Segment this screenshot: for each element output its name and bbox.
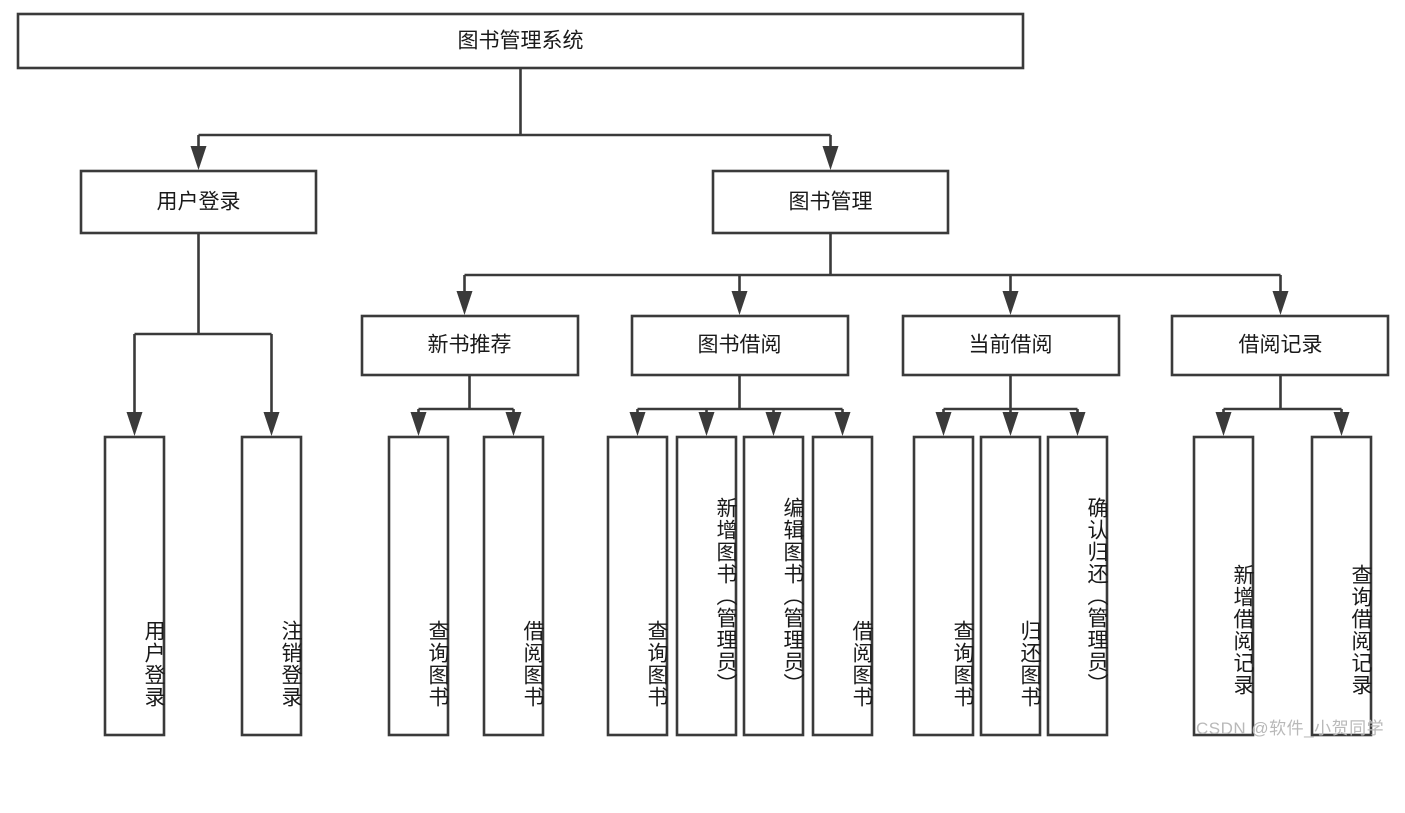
arrowhead-rc-leaf-2 <box>1333 412 1350 436</box>
arrowhead-nb-leaf-1 <box>410 412 427 436</box>
arrowhead-records <box>1272 291 1289 315</box>
arrowhead-borrow <box>731 291 748 315</box>
leaf-box-query-book-3[interactable] <box>912 435 975 737</box>
node-new-book-recommend-box[interactable] <box>360 314 580 377</box>
arrowhead-newbook <box>456 291 473 315</box>
leaf-box-edit-book[interactable] <box>742 435 805 737</box>
node-new-book-recommend-label: 新书推荐 <box>428 334 512 357</box>
arrowhead-bw-leaf-3 <box>765 412 782 436</box>
flowchart-canvas: 图书管理系统 用户登录 图书管理 新书推荐 图书借阅 当前 <box>16 12 1390 737</box>
node-root-box[interactable] <box>16 12 1025 70</box>
arrowhead-cb-leaf-1 <box>935 412 952 436</box>
arrowhead-nb-leaf-2 <box>505 412 522 436</box>
node-current-borrow-label: 当前借阅 <box>969 334 1053 357</box>
leaf-box-query-book-2[interactable] <box>606 435 669 737</box>
arrowhead-login-leaf-2 <box>263 412 280 436</box>
leaf-box-logout[interactable] <box>240 435 303 737</box>
nodes: 图书管理系统 用户登录 图书管理 新书推荐 图书借阅 当前 <box>16 12 1390 737</box>
node-new-book-recommend[interactable]: 新书推荐 <box>360 314 580 377</box>
node-current-borrow-box[interactable] <box>901 314 1121 377</box>
arrowhead-bw-leaf-1 <box>629 412 646 436</box>
node-book-borrow-box[interactable] <box>630 314 850 377</box>
node-borrow-records[interactable]: 借阅记录 <box>1170 314 1390 377</box>
leaf-box-add-book[interactable] <box>675 435 738 737</box>
node-user-login-box[interactable] <box>79 169 318 235</box>
node-book-borrow[interactable]: 图书借阅 <box>630 314 850 377</box>
node-book-borrow-label: 图书借阅 <box>698 334 782 357</box>
node-user-login[interactable]: 用户登录 <box>79 169 318 235</box>
leaf-box-return-book[interactable] <box>979 435 1042 737</box>
arrowhead-cb-leaf-3 <box>1069 412 1086 436</box>
node-borrow-records-label: 借阅记录 <box>1239 334 1323 357</box>
arrowhead-bw-leaf-4 <box>834 412 851 436</box>
node-user-login-label: 用户登录 <box>157 191 241 214</box>
leaf-box-query-book-1[interactable] <box>387 435 450 737</box>
arrowhead-cb-leaf-2 <box>1002 412 1019 436</box>
arrowhead-login-leaf-1 <box>126 412 143 436</box>
connectors <box>126 68 1350 436</box>
node-root-label: 图书管理系统 <box>458 30 584 53</box>
node-book-management-box[interactable] <box>711 169 950 235</box>
leaf-box-borrow-book-1[interactable] <box>482 435 545 737</box>
arrowhead-current <box>1002 291 1019 315</box>
arrowhead-bw-leaf-2 <box>698 412 715 436</box>
leaf-box-user-login[interactable] <box>103 435 166 737</box>
arrowhead-login <box>190 146 207 170</box>
node-current-borrow[interactable]: 当前借阅 <box>901 314 1121 377</box>
flowchart-diagram: 图书管理系统 用户登录 图书管理 新书推荐 图书借阅 当前 <box>16 12 1390 738</box>
arrowhead-bookmgmt <box>822 146 839 170</box>
watermark-credit: CSDN @软件_小贺同学 <box>1196 719 1385 738</box>
leaf-box-add-record[interactable] <box>1192 435 1255 737</box>
node-book-management[interactable]: 图书管理 <box>711 169 950 235</box>
node-book-management-label: 图书管理 <box>789 191 873 214</box>
leaf-box-borrow-book-2[interactable] <box>811 435 874 737</box>
node-root[interactable]: 图书管理系统 <box>16 12 1025 70</box>
leaf-box-query-record[interactable] <box>1310 435 1373 737</box>
node-borrow-records-box[interactable] <box>1170 314 1390 377</box>
leaf-box-confirm-return[interactable] <box>1046 435 1109 737</box>
arrowhead-rc-leaf-1 <box>1215 412 1232 436</box>
